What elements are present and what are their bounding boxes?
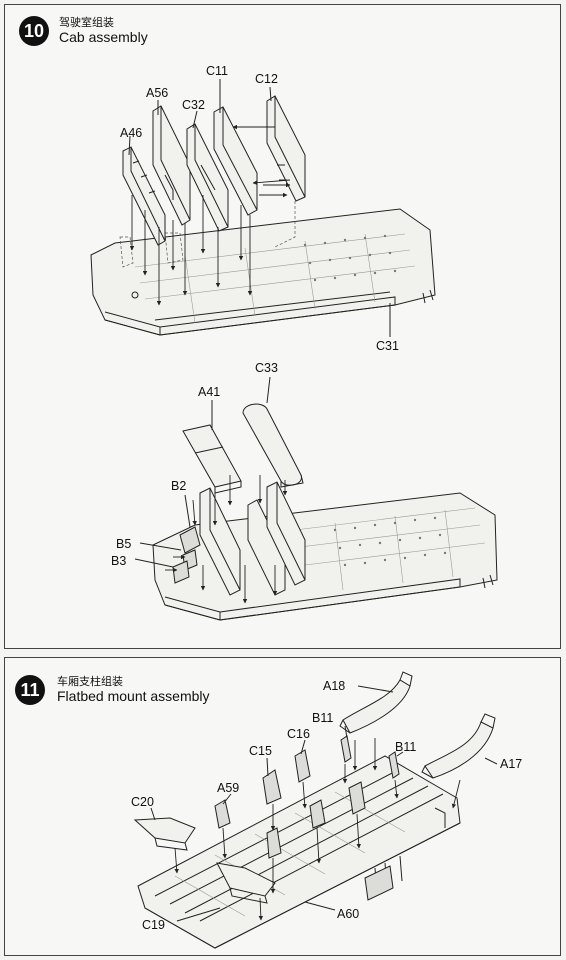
c31-rivets <box>131 234 397 299</box>
label-b11-right: B11 <box>395 740 416 754</box>
label-a17: A17 <box>500 757 522 771</box>
label-a60: A60 <box>337 907 359 921</box>
chassis-frame <box>137 755 461 949</box>
part-c33 <box>242 403 304 488</box>
part-c19 <box>216 862 276 904</box>
step-11-badge: 11 <box>15 675 45 705</box>
c31-floor-plate <box>90 208 436 336</box>
label-a46: A46 <box>120 126 142 140</box>
step-11-title-en: Flatbed mount assembly <box>57 688 210 704</box>
label-a56: A56 <box>146 86 168 100</box>
label-c16: C16 <box>287 727 310 741</box>
part-a56 <box>152 105 191 226</box>
part-c16 <box>294 749 366 815</box>
label-b11-left: B11 <box>312 711 333 725</box>
label-a41: A41 <box>198 385 220 399</box>
part-c15 <box>262 769 326 859</box>
label-c12: C12 <box>255 72 278 86</box>
part-a46 <box>122 146 166 246</box>
label-c11: C11 <box>206 64 228 78</box>
flatbed-mount-diagram: .arrow2{stroke:#222;stroke-width:0.9;fil… <box>131 671 522 949</box>
label-b5: B5 <box>116 537 131 551</box>
step-10-title-en: Cab assembly <box>59 29 148 45</box>
lower-floor-rivets <box>333 516 447 567</box>
cab-assembly-diagram: A46 A56 C32 C11 C12 C31 <box>90 64 498 621</box>
part-c20 <box>133 817 196 851</box>
step-10-panel: 10 驾驶室组装 Cab assembly <box>4 4 561 649</box>
label-c31: C31 <box>376 339 399 353</box>
part-b11-right <box>388 751 400 779</box>
label-a59: A59 <box>217 781 239 795</box>
part-c11 <box>213 106 258 216</box>
label-c20: C20 <box>131 795 154 809</box>
part-a18 <box>339 671 413 734</box>
step-10-badge: 10 <box>19 16 49 46</box>
step-11-title-cn: 车厢支柱组装 <box>57 675 123 688</box>
step-10-title-cn: 驾驶室组装 <box>59 16 114 29</box>
step-11-panel: 11 车厢支柱组装 Flatbed mount assembly .arrow2… <box>4 657 561 956</box>
label-b2: B2 <box>171 479 186 493</box>
label-c32: C32 <box>182 98 205 112</box>
label-c19: C19 <box>142 918 165 932</box>
part-a41 <box>182 424 242 494</box>
part-c32 <box>186 123 229 232</box>
label-b3: B3 <box>111 554 126 568</box>
label-a18: A18 <box>323 679 345 693</box>
part-a59 <box>214 799 231 829</box>
label-c15: C15 <box>249 744 272 758</box>
part-b11-left <box>340 735 352 763</box>
part-a17 <box>421 713 496 779</box>
cab-floor-assembled <box>152 481 498 621</box>
label-c33: C33 <box>255 361 278 375</box>
